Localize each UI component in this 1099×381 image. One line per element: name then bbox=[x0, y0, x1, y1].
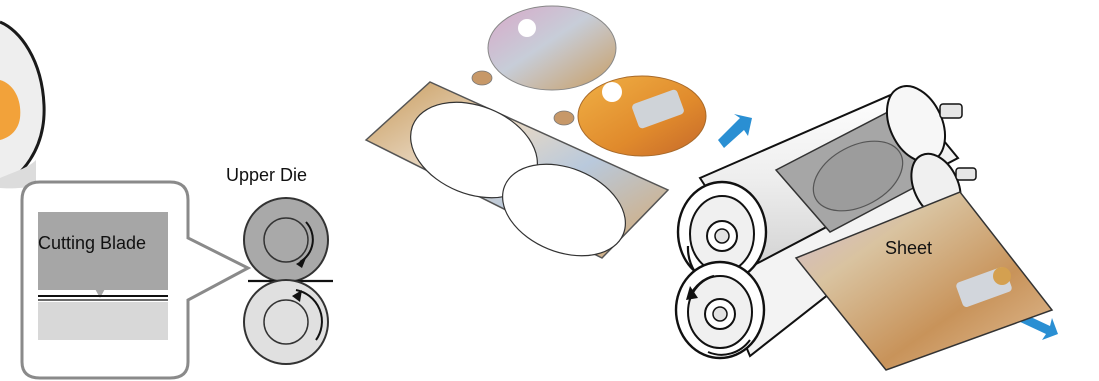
magnifier-partial bbox=[0, 22, 44, 188]
cut-disc-1 bbox=[488, 6, 616, 90]
small-disc-2 bbox=[554, 111, 574, 125]
upper-die-label: Upper Die bbox=[226, 165, 307, 186]
blade-callout bbox=[22, 182, 248, 378]
output-arrow-icon bbox=[718, 114, 752, 148]
lower-roller-end bbox=[676, 262, 764, 358]
roller-machine bbox=[676, 77, 1052, 370]
sheet-label: Sheet bbox=[885, 238, 932, 259]
cutting-blade-label: Cutting Blade bbox=[38, 233, 146, 254]
small-disc-1 bbox=[472, 71, 492, 85]
lower-die-roller bbox=[244, 280, 328, 364]
upper-die-roller bbox=[244, 198, 328, 282]
blade-panel-light bbox=[38, 302, 168, 340]
die-rollers bbox=[244, 198, 333, 364]
